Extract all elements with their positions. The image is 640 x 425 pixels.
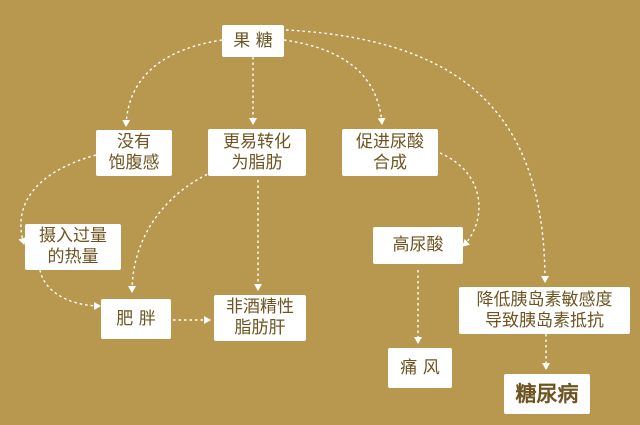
arrow-excess-calories-to-obesity	[39, 269, 101, 310]
arrow-uric-acid-synthesis-to-high-uric-acid	[439, 152, 480, 247]
arrow-fructose-to-insulin-resistance	[285, 29, 549, 283]
node-no-satiety: 没有 饱腹感	[96, 130, 172, 176]
node-insulin-resistance: 降低胰岛素敏感度 导致胰岛素抵抗	[459, 287, 630, 334]
node-high-uric-acid: 高尿酸	[373, 227, 463, 264]
node-uric-acid-synthesis: 促进尿酸 合成	[342, 129, 438, 176]
node-fat-conversion: 更易转化 为脂肪	[208, 129, 306, 176]
node-diabetes: 糖尿病	[504, 374, 590, 414]
node-obesity: 肥 胖	[101, 299, 171, 339]
arrow-fat-conversion-to-obesity	[128, 171, 213, 293]
node-fructose: 果 糖	[222, 25, 284, 57]
node-excess-calories: 摄入过量 的热量	[25, 224, 121, 270]
arrow-fructose-to-uric-acid-synthesis	[283, 39, 386, 125]
node-gout: 痛 风	[388, 348, 452, 388]
node-fatty-liver: 非酒精性 脂肪肝	[214, 295, 306, 341]
arrow-fructose-to-no-satiety	[122, 39, 223, 127]
arrow-no-satiety-to-excess-calories	[18, 154, 97, 245]
